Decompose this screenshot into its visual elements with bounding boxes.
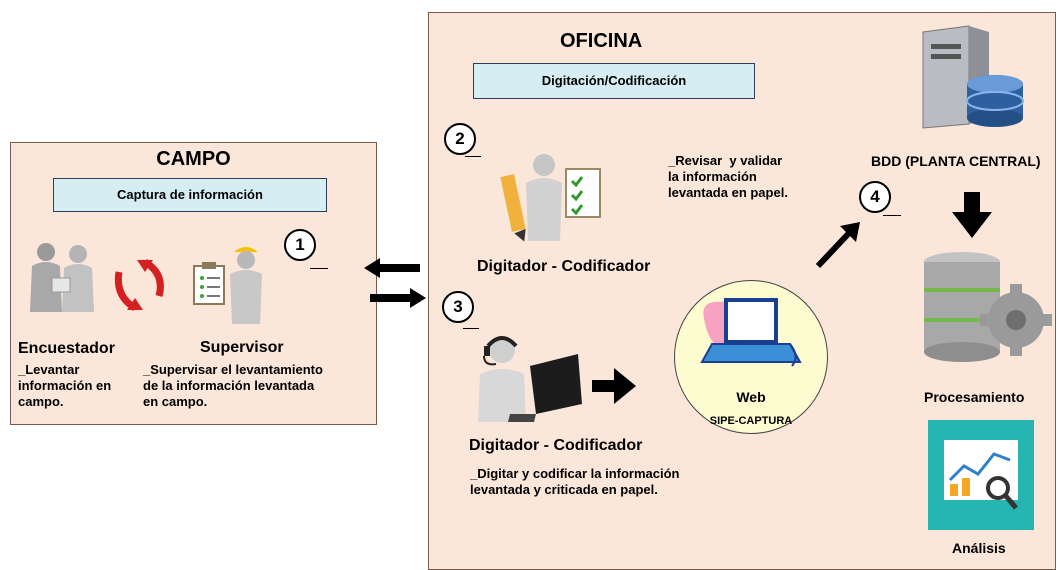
operator-laptop-icon	[478, 336, 582, 422]
oficina-bar: Digitación/Codificación	[473, 63, 755, 99]
step-4-tail	[883, 215, 901, 216]
supervisor-title: Supervisor	[200, 339, 284, 356]
step-1-badge: 1	[284, 229, 316, 261]
supervisor-icon	[193, 247, 262, 324]
digitar-desc: _Digitar y codificar la información leva…	[470, 466, 680, 497]
digitador-b-title: Digitador - Codificador	[469, 437, 643, 454]
analisis-label: Análisis	[952, 540, 1006, 556]
step-4-badge: 4	[859, 181, 891, 213]
bidirectional-arrows-icon	[364, 258, 426, 308]
supervisor-desc: _Supervisar el levantamiento de la infor…	[143, 362, 323, 409]
web-subtitle: SIPE-CAPTURA	[709, 415, 793, 427]
campo-title: CAMPO	[156, 148, 231, 170]
step-3-badge: 3	[442, 291, 474, 323]
revisar-desc: _Revisar y validar la información levant…	[668, 153, 788, 200]
bdd-title: BDD (PLANTA CENTRAL)	[871, 153, 1041, 169]
digitador-checklist-icon	[500, 154, 601, 242]
campo-bar: Captura de información	[53, 178, 327, 212]
encuestador-icon	[30, 243, 94, 312]
arrow-down-icon	[952, 192, 992, 238]
server-database-icon	[922, 25, 1024, 129]
procesamiento-label: Procesamiento	[924, 389, 1025, 405]
digitador-a-title: Digitador - Codificador	[477, 258, 651, 275]
cycle-arrows-icon	[114, 258, 164, 312]
arrow-right-icon	[592, 368, 636, 404]
step-2-tail	[465, 156, 481, 157]
step-1-tail	[310, 268, 328, 269]
step-3-tail	[463, 328, 479, 329]
processing-database-icon	[924, 252, 1052, 362]
arrow-up-right-icon	[815, 222, 860, 269]
encuestador-desc: _Levantar información en campo.	[18, 362, 112, 409]
web-title: Web	[736, 389, 766, 405]
encuestador-title: Encuestador	[18, 340, 115, 357]
step-2-badge: 2	[444, 123, 476, 155]
oficina-title: OFICINA	[560, 30, 643, 52]
laptop-icon	[700, 297, 802, 367]
analysis-chart-icon	[928, 420, 1034, 530]
